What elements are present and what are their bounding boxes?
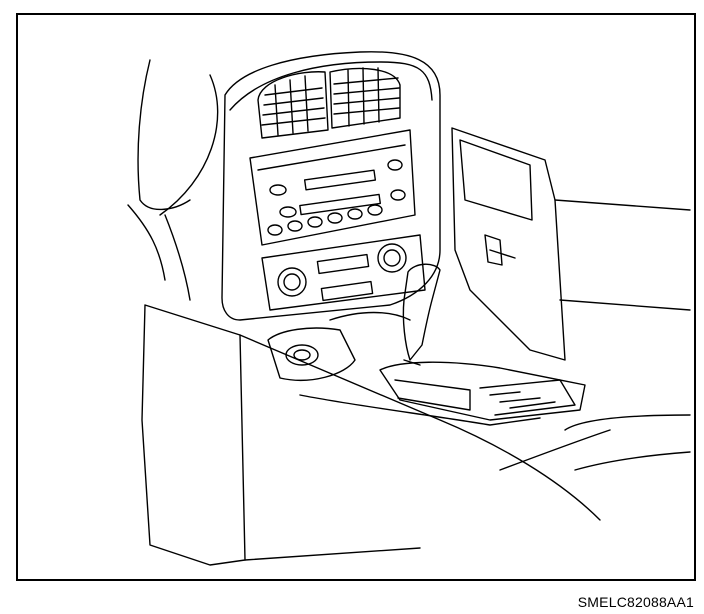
seat-back-outline: [128, 60, 218, 300]
lower-console-panel: [142, 305, 690, 565]
side-panel: [452, 128, 690, 360]
gear-shifter: [403, 264, 440, 365]
climate-control-panel: [262, 235, 425, 310]
radio-buttons: [268, 160, 405, 235]
figure-frame: [17, 14, 695, 580]
dash-center-bezel: [222, 52, 440, 320]
climate-switches: [317, 255, 368, 274]
climate-knob-right: [378, 244, 406, 272]
air-vent-left: [258, 72, 328, 138]
climate-knob-left: [278, 268, 306, 296]
figure-caption-code: SMELC82088AA1: [577, 594, 694, 610]
cd-slot: [300, 194, 380, 214]
center-console: [268, 313, 585, 426]
radio-unit: [250, 130, 415, 245]
air-vent-right: [330, 68, 400, 128]
cassette-slot: [305, 170, 376, 190]
